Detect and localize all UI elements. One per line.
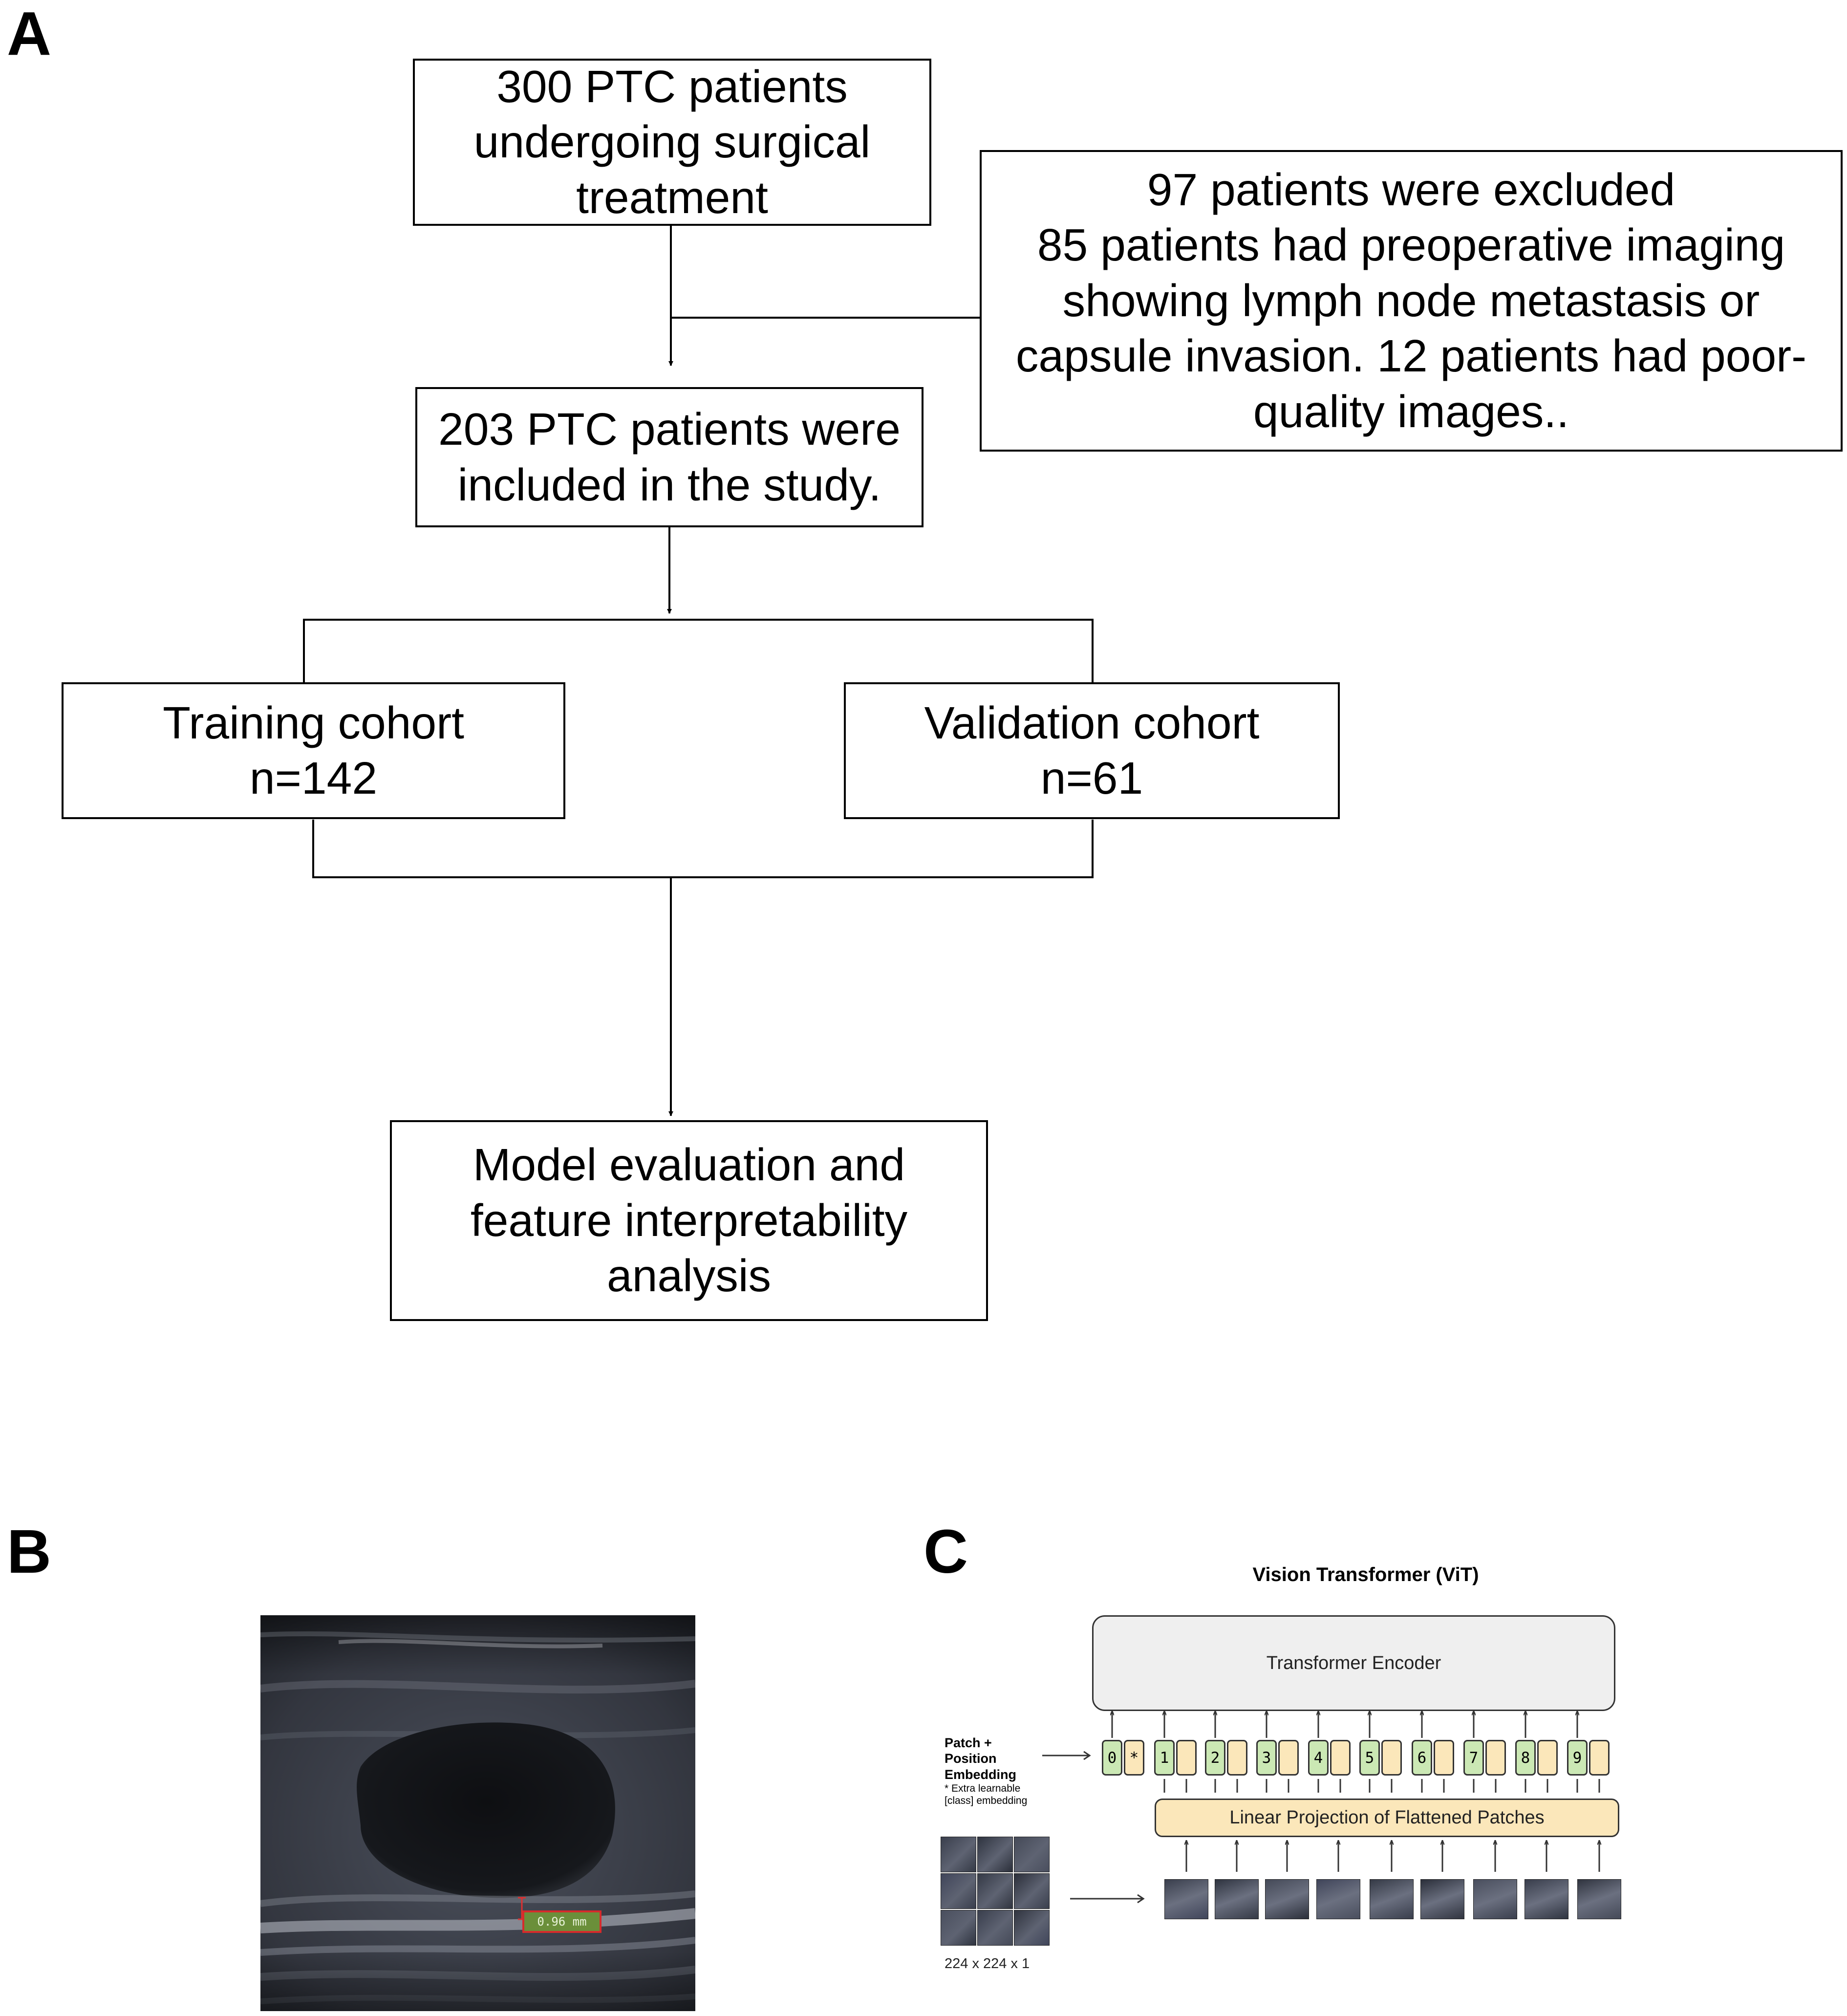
- box-model-evaluation: Model evaluation and feature interpretab…: [390, 1120, 988, 1321]
- patch-token-7: [1485, 1740, 1506, 1776]
- merge-bracket: [312, 820, 1094, 878]
- flattened-patch: [1164, 1879, 1208, 1919]
- input-grid-patch: [941, 1873, 976, 1909]
- input-grid-patch: [1014, 1910, 1050, 1946]
- box-excluded: 97 patients were excluded 85 patients ha…: [980, 150, 1843, 452]
- box-start-population: 300 PTC patients undergoing surgical tre…: [413, 59, 931, 226]
- flattened-patch: [1215, 1879, 1259, 1919]
- position-token-7: 7: [1463, 1740, 1484, 1776]
- patch-token-6: [1434, 1740, 1454, 1776]
- panel-label-b: B: [7, 1517, 51, 1586]
- input-grid-patch: [977, 1873, 1013, 1909]
- position-token-0: 0: [1102, 1740, 1122, 1776]
- panel-label-c: C: [924, 1517, 968, 1586]
- box-validation-cohort: Validation cohort n=61: [844, 682, 1340, 819]
- patch-token-4: [1330, 1740, 1351, 1776]
- input-grid-patch: [1014, 1837, 1050, 1872]
- embedding-title: Patch + Position Embedding: [945, 1735, 1016, 1782]
- position-token-9: 9: [1567, 1740, 1588, 1776]
- flattened-patch: [1525, 1879, 1568, 1919]
- flattened-patch: [1265, 1879, 1309, 1919]
- input-grid-patch: [1014, 1873, 1050, 1909]
- patch-token-3: [1278, 1740, 1299, 1776]
- position-token-6: 6: [1412, 1740, 1432, 1776]
- box-training-cohort: Training cohort n=142: [62, 682, 565, 819]
- flattened-patch: [1420, 1879, 1464, 1919]
- patch-token-5: [1381, 1740, 1402, 1776]
- position-token-2: 2: [1205, 1740, 1225, 1776]
- transformer-encoder-block: Transformer Encoder: [1092, 1615, 1615, 1711]
- embedding-label: Patch + Position Embedding * Extra learn…: [945, 1735, 1047, 1807]
- input-grid-patch: [941, 1837, 976, 1872]
- embedding-note: * Extra learnable [class] embedding: [945, 1783, 1028, 1807]
- input-grid-patch: [941, 1910, 976, 1946]
- position-token-8: 8: [1515, 1740, 1536, 1776]
- flattened-patch: [1577, 1879, 1621, 1919]
- flattened-patch: [1473, 1879, 1517, 1919]
- flattened-patch: [1370, 1879, 1414, 1919]
- vit-title: Vision Transformer (ViT): [1252, 1564, 1479, 1585]
- position-token-4: 4: [1308, 1740, 1329, 1776]
- box-included: 203 PTC patients were included in the st…: [415, 387, 924, 527]
- flattened-patch: [1316, 1879, 1360, 1919]
- patch-token-9: [1589, 1740, 1610, 1776]
- panel-label-a: A: [7, 0, 51, 68]
- position-token-3: 3: [1256, 1740, 1277, 1776]
- ultrasound-graphic: 0.96 mm: [260, 1615, 695, 2011]
- split-bracket: [303, 619, 1094, 683]
- measurement-label: 0.96 mm: [537, 1915, 586, 1929]
- patch-token-1: [1176, 1740, 1197, 1776]
- projection-label: Linear Projection of Flattened Patches: [1229, 1807, 1545, 1828]
- patch-token-8: [1537, 1740, 1558, 1776]
- input-grid-patch: [977, 1910, 1013, 1946]
- ultrasound-image: 0.96 mm: [260, 1615, 695, 2011]
- class-token: *: [1124, 1740, 1144, 1776]
- encoder-label: Transformer Encoder: [1266, 1652, 1441, 1673]
- flowchart-connectors: [303, 224, 1094, 1116]
- position-token-5: 5: [1359, 1740, 1380, 1776]
- input-grid-patch: [977, 1837, 1013, 1872]
- linear-projection-block: Linear Projection of Flattened Patches: [1155, 1799, 1619, 1837]
- patch-token-2: [1227, 1740, 1247, 1776]
- input-size-label: 224 x 224 x 1: [945, 1956, 1030, 1972]
- position-token-1: 1: [1154, 1740, 1175, 1776]
